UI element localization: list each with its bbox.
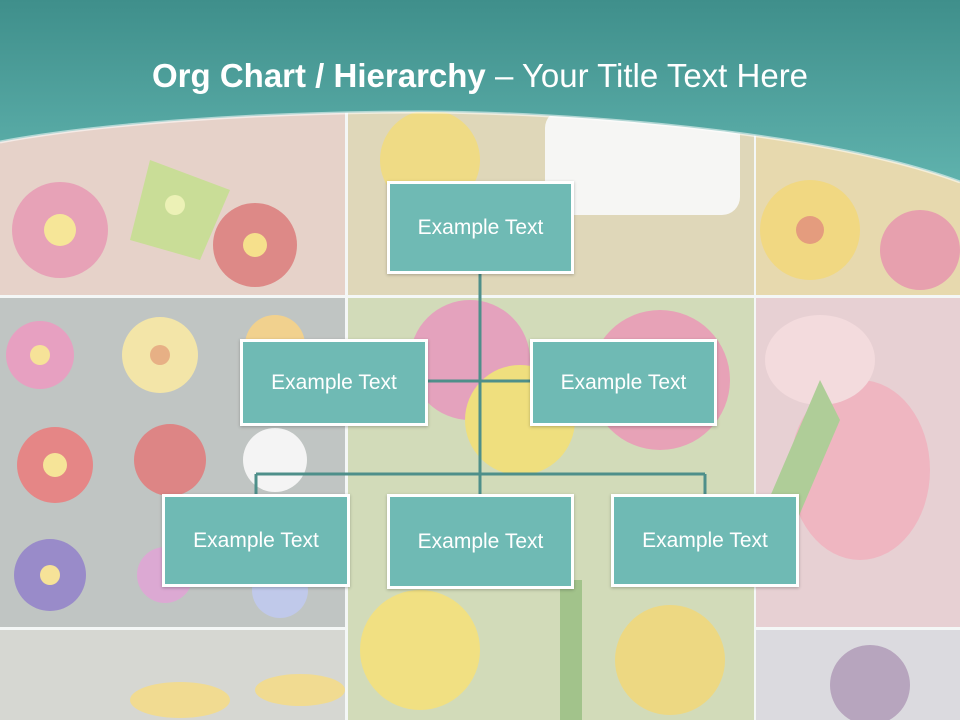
org-node-child-left-label: Example Text [193, 528, 319, 552]
org-node-root-label: Example Text [417, 215, 544, 239]
org-node-assistant-right-label: Example Text [560, 370, 687, 394]
org-node-child-middle-label: Example Text [417, 529, 544, 553]
slide-title: Org Chart / Hierarchy – Your Title Text … [152, 52, 942, 102]
title-dash: – [485, 57, 522, 94]
org-node-child-right-label: Example Text [642, 528, 768, 552]
org-node-assistant-left[interactable]: Example Text [240, 339, 428, 426]
header-band [0, 0, 960, 184]
org-node-child-left[interactable]: Example Text [162, 494, 350, 587]
org-node-child-right[interactable]: Example Text [611, 494, 799, 587]
org-node-root[interactable]: Example Text [387, 181, 574, 274]
org-node-assistant-left-label: Example Text [271, 370, 397, 394]
title-bold-part: Org Chart / Hierarchy [152, 57, 486, 94]
org-node-child-middle[interactable]: Example Text [387, 494, 574, 589]
title-subtitle-part: Your Title Text Here [521, 57, 809, 94]
org-node-assistant-right[interactable]: Example Text [530, 339, 717, 426]
